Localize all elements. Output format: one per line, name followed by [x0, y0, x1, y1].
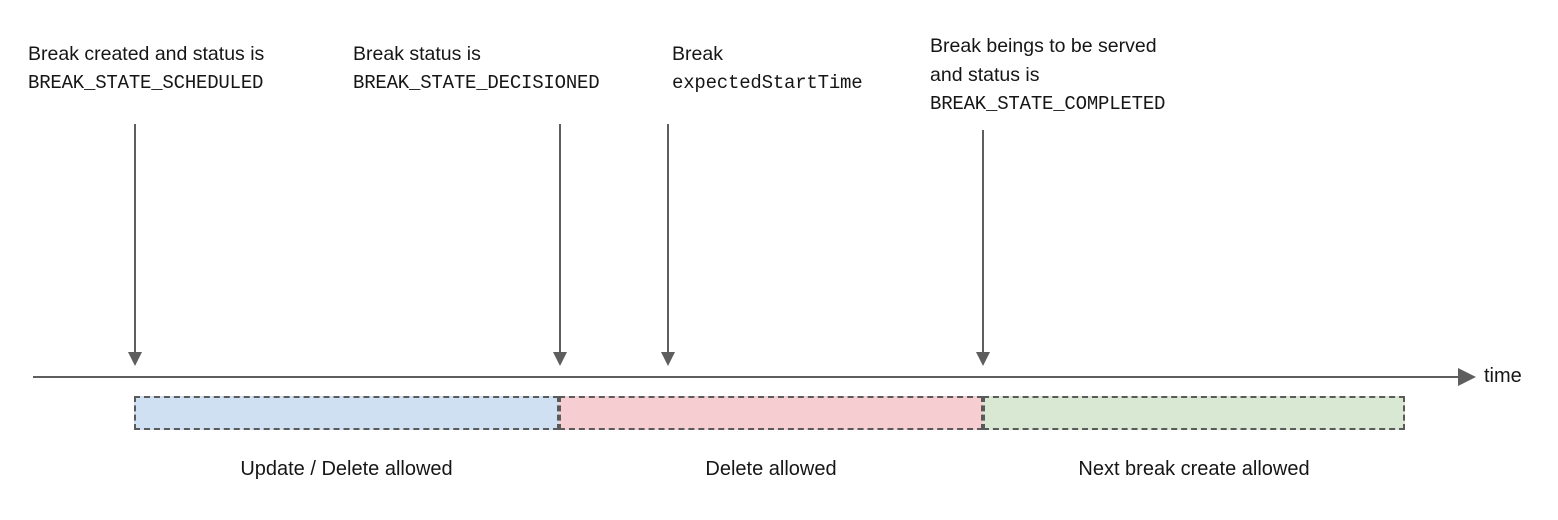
event-label-line: Break beings to be served: [930, 35, 1157, 57]
phase-caption-delete-only: Delete allowed: [705, 458, 837, 480]
arrow-head-right-icon: [1458, 368, 1476, 386]
phase-bar-next-break-create: [983, 396, 1405, 430]
event-label-line: Break created and status is: [28, 43, 265, 65]
arrow-head-down-icon: [661, 352, 675, 366]
arrow-head-down-icon: [976, 352, 990, 366]
event-arrow-break-created: [126, 124, 144, 366]
event-label-line: Break status is: [353, 43, 481, 65]
event-label-line: expectedStartTime: [672, 72, 863, 94]
event-label-break-decisioned: Break status is BREAK_STATE_DECISIONED: [353, 40, 600, 98]
event-label-line: BREAK_STATE_DECISIONED: [353, 72, 600, 94]
event-label-break-completed: Break beings to be served and status is BR…: [930, 32, 1165, 119]
arrow-shaft: [559, 124, 561, 353]
time-axis-line: [33, 376, 1465, 378]
event-arrow-expected-start-time: [659, 124, 677, 366]
event-label-expected-start-time: Break expectedStartTime: [672, 40, 863, 98]
event-arrow-break-completed: [974, 130, 992, 366]
phase-caption-update-delete: Update / Delete allowed: [240, 458, 453, 480]
time-axis-label: time: [1484, 365, 1522, 387]
arrow-head-down-icon: [553, 352, 567, 366]
arrow-shaft: [667, 124, 669, 353]
event-label-break-created: Break created and status is BREAK_STATE_S…: [28, 40, 264, 98]
phase-bar-delete-only: [559, 396, 983, 430]
event-label-line: BREAK_STATE_COMPLETED: [930, 93, 1166, 115]
arrow-head-down-icon: [128, 352, 142, 366]
arrow-shaft: [982, 130, 984, 353]
arrow-shaft: [134, 124, 136, 353]
phase-bar-update-delete: [134, 396, 559, 430]
event-label-line: BREAK_STATE_SCHEDULED: [28, 72, 264, 94]
event-label-line: and status is: [930, 64, 1040, 86]
event-arrow-break-decisioned: [551, 124, 569, 366]
event-label-line: Break: [672, 43, 723, 65]
phase-caption-next-break-create: Next break create allowed: [1078, 458, 1310, 480]
